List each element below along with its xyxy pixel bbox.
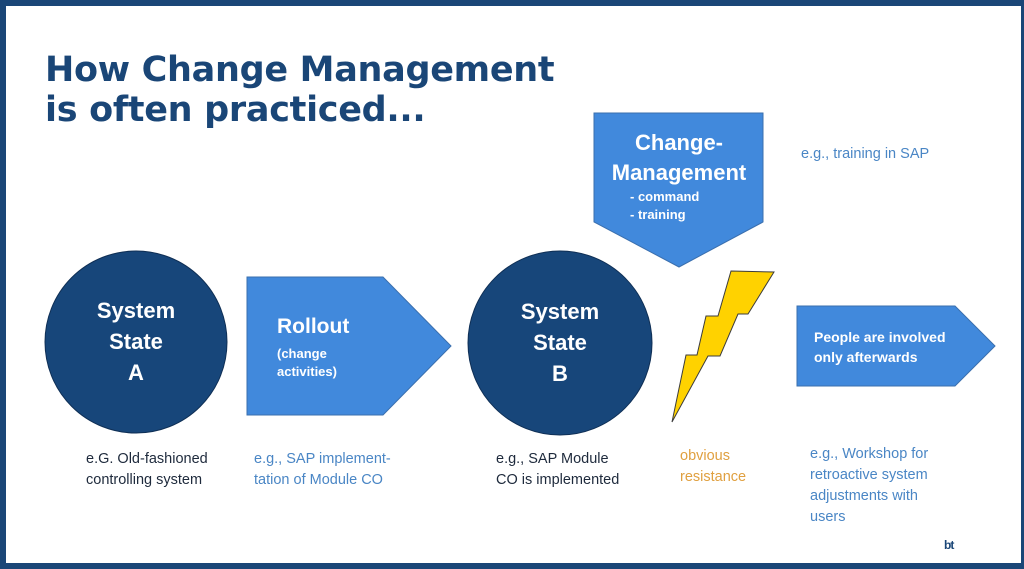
rollout-title: Rollout [277, 315, 350, 338]
state-a-caption-line-1: e.G. Old-fashioned [86, 451, 208, 467]
state-b-caption-line-1: e.g., SAP Module [496, 451, 609, 467]
resistance-caption-line-2: resistance [680, 469, 747, 485]
resistance-caption-line-1: obvious [680, 448, 730, 464]
people-arrow-shape [796, 305, 996, 387]
cm-item-command: - command [630, 189, 700, 204]
state-a-caption: e.G. Old-fashioned controlling system [86, 449, 208, 491]
people-caption: e.g., Workshop for retroactive system ad… [810, 444, 928, 528]
state-b-line-2: State [533, 330, 587, 355]
title-line-2: is often practiced... [45, 90, 426, 130]
cm-title-line-2: Management [611, 160, 747, 185]
rollout-arrow-shape [246, 276, 452, 416]
people-line-2: only afterwards [814, 349, 918, 365]
state-a-line-2: State [109, 329, 163, 354]
state-a-line-3: A [128, 360, 144, 385]
system-state-a-label: System State A [44, 295, 228, 388]
people-caption-line-3: adjustments with [810, 488, 918, 504]
lightning-bolt-icon [671, 270, 775, 423]
system-state-b-label: System State B [468, 296, 652, 389]
state-b-caption: e.g., SAP Module CO is implemented [496, 449, 619, 491]
page-title: How Change Management is often practiced… [45, 50, 555, 130]
resistance-caption: obvious resistance [680, 446, 746, 488]
title-line-1: How Change Management [45, 50, 555, 90]
rollout-subtitle: (change activities) [277, 345, 387, 381]
state-b-caption-line-2: CO is implemented [496, 472, 620, 488]
state-a-line-1: System [96, 298, 176, 323]
people-involved-label: People are involved only afterwards [814, 327, 946, 367]
system-state-a-circle [44, 250, 228, 434]
people-line-1: People are involved [814, 329, 946, 345]
rollout-caption-line-2: tation of Module CO [254, 472, 383, 488]
cm-title-line-1: Change- [635, 130, 723, 155]
change-management-arrow-shape [593, 112, 764, 268]
people-caption-line-1: e.g., Workshop for [810, 446, 929, 462]
change-management-note: e.g., training in SAP [801, 146, 930, 162]
state-b-line-1: System [520, 299, 600, 324]
cm-item-training: - training [630, 207, 686, 222]
people-caption-line-4: users [810, 509, 846, 525]
system-state-b-circle [467, 250, 653, 436]
change-management-items: - command - training [630, 188, 699, 224]
company-logo: bt [944, 538, 954, 552]
rollout-caption-line-1: e.g., SAP implement- [254, 451, 391, 467]
rollout-sub-line-2: activities) [277, 364, 337, 379]
rollout-caption: e.g., SAP implement- tation of Module CO [254, 449, 391, 491]
change-management-title: Change- Management [594, 128, 764, 188]
people-caption-line-2: retroactive system [810, 467, 928, 483]
rollout-sub-line-1: (change [277, 346, 327, 361]
state-b-line-3: B [552, 361, 568, 386]
state-a-caption-line-2: controlling system [86, 472, 203, 488]
